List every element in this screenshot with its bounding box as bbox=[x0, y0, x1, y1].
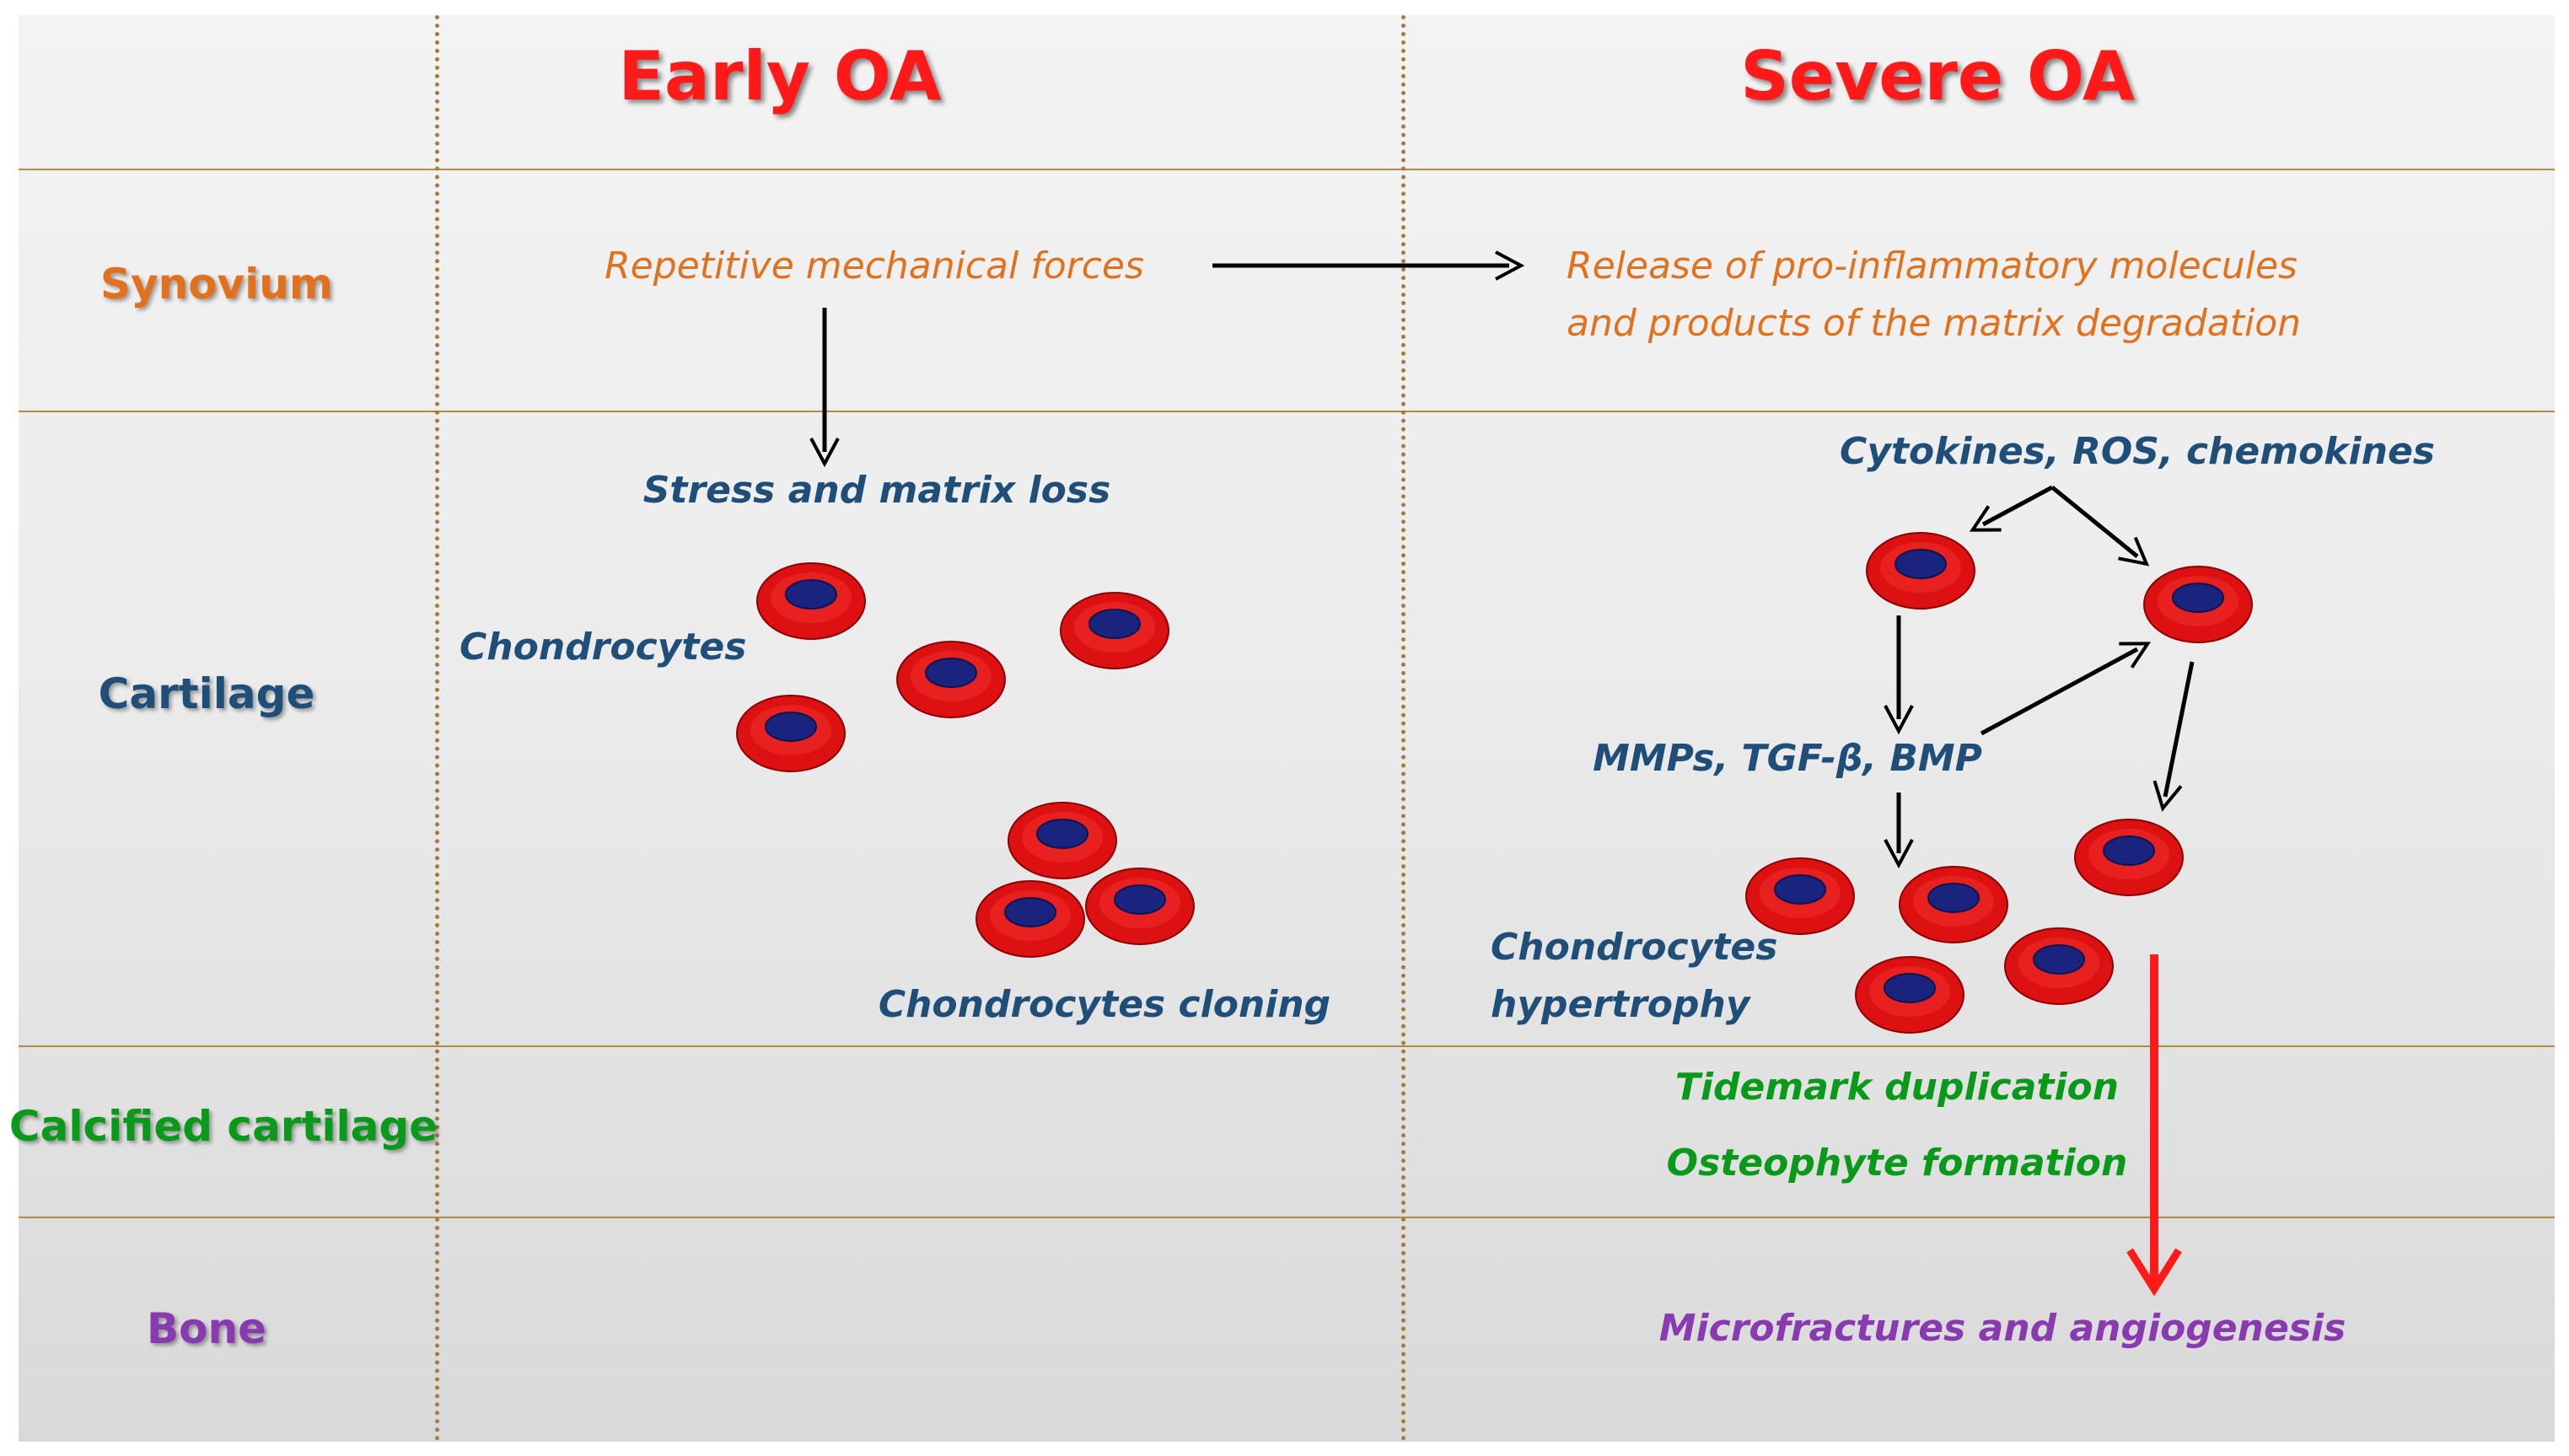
label-chondrocytes-cloning: Chondrocytes cloning bbox=[878, 983, 1331, 1026]
label-release-line1: Release of pro-inflammatory molecules bbox=[1567, 244, 2298, 287]
column-divider-labels bbox=[435, 15, 439, 1442]
label-chondrocytes: Chondrocytes bbox=[460, 626, 747, 669]
row-label-cartilage: Cartilage bbox=[98, 669, 315, 718]
column-divider-stages bbox=[1401, 15, 1405, 1442]
row-label-bone: Bone bbox=[147, 1304, 266, 1353]
cell-icon bbox=[1085, 868, 1195, 945]
label-microfractures: Microfractures and angiogenesis bbox=[1658, 1307, 2346, 1350]
cell-icon bbox=[1745, 857, 1855, 935]
cell-icon bbox=[1855, 956, 1964, 1034]
cell-icon bbox=[756, 562, 866, 640]
arrow-mmps-to-cell-right bbox=[1980, 642, 2152, 736]
label-tidemark-duplication: Tidemark duplication bbox=[1674, 1066, 2120, 1109]
cell-icon bbox=[1008, 802, 1117, 879]
row-divider-calcified bbox=[19, 1217, 2555, 1218]
header-severe-oa: Severe OA bbox=[1740, 37, 2135, 116]
label-hypertrophy-line2: hypertrophy bbox=[1491, 983, 1750, 1026]
label-stress-matrix-loss: Stress and matrix loss bbox=[642, 469, 1111, 512]
label-repetitive-forces: Repetitive mechanical forces bbox=[605, 244, 1144, 287]
cell-icon bbox=[736, 695, 846, 772]
row-label-synovium: Synovium bbox=[100, 260, 333, 309]
cell-icon bbox=[975, 880, 1085, 958]
label-osteophyte-formation: Osteophyte formation bbox=[1666, 1142, 2128, 1185]
cell-icon bbox=[1899, 866, 2008, 943]
cell-icon bbox=[2143, 566, 2253, 643]
row-divider-synovium bbox=[19, 411, 2555, 412]
label-release-line2: and products of the matrix degradation bbox=[1567, 302, 2302, 345]
cell-icon bbox=[896, 641, 1006, 718]
arrow-cytokines-to-cell-left bbox=[1969, 485, 2054, 532]
arrow-cell-right-to-cell-lower bbox=[2152, 661, 2195, 812]
row-divider-cartilage bbox=[19, 1045, 2555, 1047]
cell-icon bbox=[1866, 532, 1975, 610]
row-label-calcified-cartilage: Calcified cartilage bbox=[8, 1102, 438, 1151]
label-mmps: MMPs, TGF-β, BMP bbox=[1593, 737, 1982, 780]
arrow-cytokines-to-cell-right bbox=[2050, 486, 2150, 567]
cell-icon bbox=[2074, 819, 2184, 896]
diagram-background bbox=[19, 15, 2555, 1442]
cell-icon bbox=[1060, 592, 1169, 669]
cell-icon bbox=[2004, 927, 2114, 1005]
label-cytokines: Cytokines, ROS, chemokines bbox=[1840, 430, 2435, 473]
header-early-oa: Early OA bbox=[618, 37, 942, 116]
label-hypertrophy-line1: Chondrocytes bbox=[1491, 926, 1778, 969]
row-divider-header bbox=[19, 169, 2555, 170]
